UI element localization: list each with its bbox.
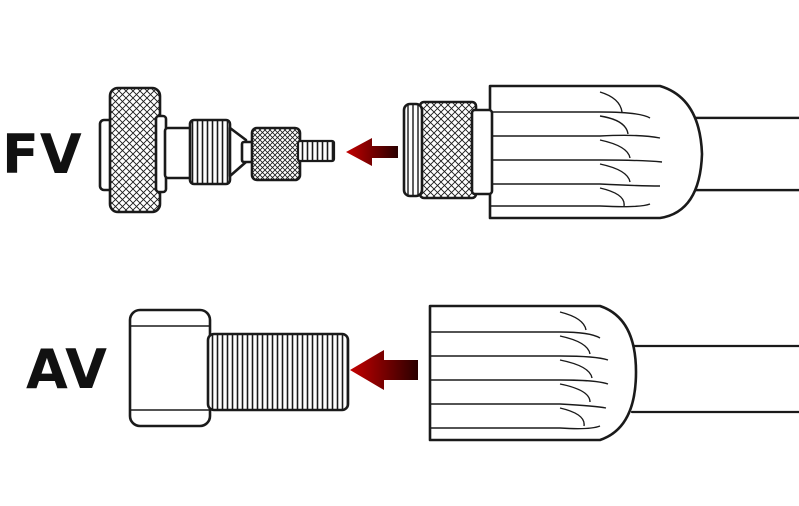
presta-arrow [346, 138, 398, 166]
schrader-label: AV [26, 338, 108, 401]
schrader-arrow [350, 350, 418, 390]
presta-pump-head [402, 84, 799, 220]
presta-label: FV [2, 123, 83, 186]
presta-valve [98, 86, 336, 214]
schrader-valve [128, 308, 350, 428]
schrader-pump-head [428, 304, 799, 442]
